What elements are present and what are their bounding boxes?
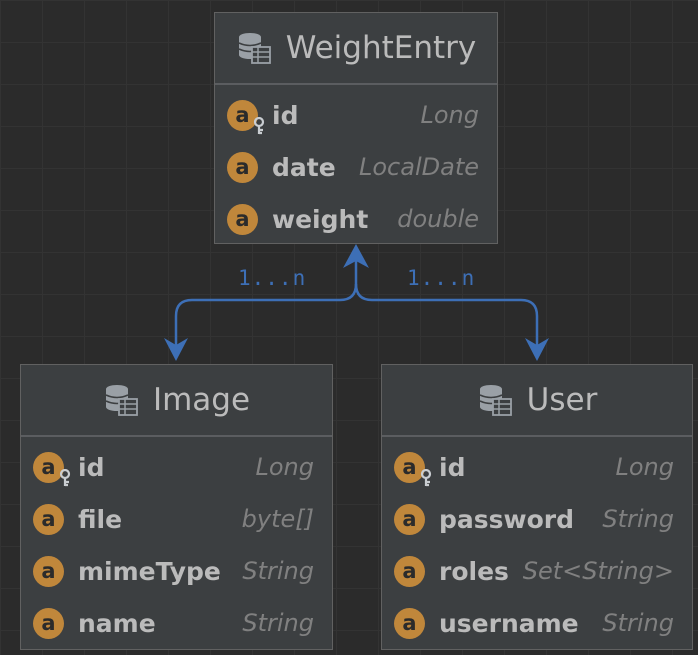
field-name: id	[439, 452, 466, 482]
field-row[interactable]: a file byte[]	[21, 493, 332, 545]
field-name: name	[78, 608, 156, 638]
field-badge-icon: a	[33, 451, 71, 486]
field-type: String	[242, 557, 314, 585]
arrowhead-user	[525, 338, 549, 361]
field-row[interactable]: a date LocalDate	[215, 141, 497, 193]
field-name: id	[272, 100, 299, 130]
database-table-icon	[479, 385, 512, 416]
field-badge-icon: a	[227, 203, 258, 235]
entity-header: Image	[21, 365, 332, 437]
entity-title: WeightEntry	[285, 30, 477, 66]
connector-weightentry-image	[174, 252, 358, 352]
field-row[interactable]: a password String	[382, 493, 692, 545]
key-icon	[253, 116, 265, 134]
field-row[interactable]: a id Long	[382, 441, 692, 493]
field-row[interactable]: a id Long	[21, 441, 332, 493]
entity-title: Image	[152, 382, 251, 418]
field-row[interactable]: a username String	[382, 597, 692, 649]
field-badge-icon: a	[394, 607, 425, 639]
field-type: Long	[615, 453, 675, 481]
field-type: Set<String>	[522, 557, 674, 585]
multiplicity-label-image: 1...n	[238, 266, 307, 290]
entity-image[interactable]: Image a id Long a file byte[] a mimeType…	[20, 364, 333, 650]
database-table-icon	[105, 385, 138, 416]
field-name: date	[272, 152, 336, 182]
field-badge-icon: a	[33, 503, 64, 535]
key-icon	[59, 468, 71, 486]
entity-user[interactable]: User a id Long a password String a roles…	[381, 364, 693, 650]
field-row[interactable]: a roles Set<String>	[382, 545, 692, 597]
key-icon	[420, 468, 432, 486]
field-name: weight	[272, 204, 369, 234]
field-badge-icon: a	[227, 151, 258, 183]
field-type: double	[397, 205, 479, 233]
entity-header: User	[382, 365, 692, 437]
field-badge-icon: a	[394, 503, 425, 535]
arrowhead-weightentry	[343, 244, 369, 268]
field-name: file	[78, 504, 123, 534]
database-table-icon	[238, 33, 271, 64]
field-badge-icon: a	[394, 555, 425, 587]
field-name: mimeType	[78, 556, 221, 586]
field-type: Long	[255, 453, 315, 481]
field-name: username	[439, 608, 579, 638]
field-row[interactable]: a id Long	[215, 89, 497, 141]
field-badge-icon: a	[227, 99, 265, 134]
field-type: byte[]	[241, 505, 314, 533]
field-badge-icon: a	[33, 555, 64, 587]
field-type: String	[242, 609, 314, 637]
entity-header: WeightEntry	[215, 13, 497, 85]
field-type: Long	[420, 101, 480, 129]
field-type: LocalDate	[359, 153, 479, 181]
field-badge-icon: a	[33, 607, 64, 639]
connector-weightentry-user	[354, 283, 539, 352]
entity-weightentry[interactable]: WeightEntry a id Long a date LocalDate a…	[214, 12, 498, 244]
field-row[interactable]: a weight double	[215, 193, 497, 245]
arrowhead-image	[164, 338, 188, 361]
field-badge-icon: a	[394, 451, 432, 486]
field-type: String	[602, 505, 674, 533]
field-name: password	[439, 504, 575, 534]
field-row[interactable]: a mimeType String	[21, 545, 332, 597]
field-row[interactable]: a name String	[21, 597, 332, 649]
multiplicity-label-user: 1...n	[407, 266, 476, 290]
field-type: String	[602, 609, 674, 637]
field-name: id	[78, 452, 105, 482]
field-name: roles	[439, 556, 509, 586]
entity-title: User	[526, 382, 598, 418]
